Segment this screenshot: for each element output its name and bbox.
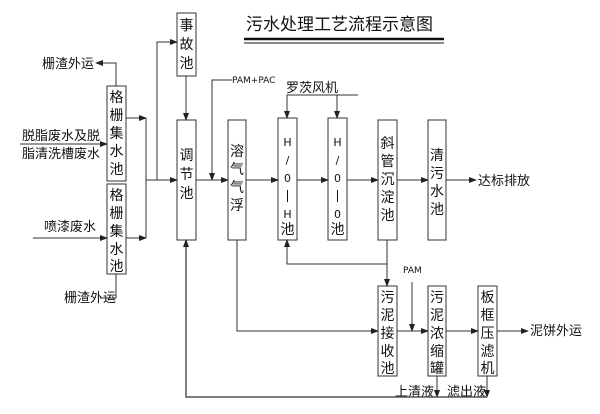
svg-text:板: 板 (481, 290, 495, 306)
svg-text:气: 气 (230, 162, 244, 178)
svg-text:集: 集 (110, 223, 124, 240)
svg-text:节: 节 (180, 167, 194, 183)
label-screen-waste-bottom: 栅渣外运 (64, 291, 116, 306)
unit-emergency-tank-label: 事故池 (180, 18, 194, 72)
label-spray-water: 喷漆废水 (44, 219, 96, 235)
label-pam-pac: PAM+PAC (232, 76, 275, 86)
svg-text:池: 池 (430, 202, 444, 218)
svg-text:H: H (283, 208, 291, 221)
svg-text:H: H (333, 136, 341, 149)
svg-text:框: 框 (481, 308, 495, 324)
svg-text:0: 0 (284, 172, 291, 185)
svg-text:池: 池 (331, 222, 345, 238)
svg-text:池: 池 (281, 222, 295, 238)
svg-text:调: 调 (180, 148, 194, 164)
svg-text:泥: 泥 (430, 308, 444, 324)
svg-text:缩: 缩 (430, 344, 444, 360)
label-roots-blower: 罗茨风机 (286, 81, 338, 96)
svg-text:池: 池 (180, 56, 194, 72)
svg-text:罐: 罐 (430, 361, 444, 377)
svg-text:0: 0 (334, 208, 341, 221)
svg-text:接: 接 (381, 325, 395, 342)
unit-ho-h-tank-label: H/0 H池 (281, 136, 295, 238)
svg-text:管: 管 (381, 154, 395, 170)
svg-text:淀: 淀 (381, 190, 395, 206)
svg-text:栅: 栅 (110, 108, 124, 124)
svg-text:污: 污 (430, 166, 444, 182)
label-degrease-water: 脱脂废水及脱 (22, 128, 100, 144)
svg-text:事: 事 (180, 18, 194, 34)
svg-text:溶: 溶 (230, 144, 244, 160)
label-pam: PAM (403, 266, 422, 276)
svg-text:气: 气 (230, 180, 244, 196)
svg-text:池: 池 (381, 208, 395, 224)
label-discharge: 达标排放 (478, 174, 530, 189)
svg-text:水: 水 (430, 184, 444, 200)
svg-text:池: 池 (180, 186, 194, 202)
svg-text:格: 格 (110, 188, 124, 204)
svg-text:机: 机 (481, 361, 495, 377)
svg-text:池: 池 (110, 259, 124, 275)
label-sludge-cake: 泥饼外运 (530, 324, 582, 339)
svg-text:池: 池 (381, 361, 395, 377)
svg-text:/: / (286, 154, 290, 167)
svg-text:水: 水 (110, 144, 124, 160)
svg-text:沉: 沉 (381, 172, 395, 188)
svg-text:滤: 滤 (481, 344, 495, 360)
svg-text:斜: 斜 (381, 136, 395, 152)
svg-text:H: H (283, 136, 291, 149)
diagram-title: 污水处理工艺流程示意图 (246, 15, 433, 35)
label-screen-waste-top: 栅渣外运 (42, 57, 94, 72)
unit-equalization-tank-label: 调节池 (180, 148, 194, 202)
svg-text:压: 压 (481, 326, 495, 342)
svg-text:集: 集 (110, 125, 124, 142)
svg-text:0: 0 (334, 172, 341, 185)
svg-text:污: 污 (381, 290, 395, 306)
svg-text:浮: 浮 (230, 198, 244, 214)
svg-text:泥: 泥 (381, 308, 395, 324)
svg-text:格: 格 (110, 90, 124, 106)
svg-text:污: 污 (430, 290, 444, 306)
svg-text:收: 收 (381, 344, 395, 360)
flow-lines (20, 39, 529, 398)
svg-text:栅: 栅 (110, 206, 124, 222)
svg-text:水: 水 (110, 242, 124, 258)
label-degrease-water-2: 脂清洗槽废水 (22, 146, 100, 162)
unit-ho-o-tank-label: H/0 0池 (331, 136, 345, 238)
svg-text:池: 池 (110, 162, 124, 178)
svg-text:/: / (336, 154, 340, 167)
svg-text:故: 故 (180, 37, 194, 53)
svg-text:浓: 浓 (430, 326, 444, 342)
svg-text:清: 清 (430, 148, 444, 164)
